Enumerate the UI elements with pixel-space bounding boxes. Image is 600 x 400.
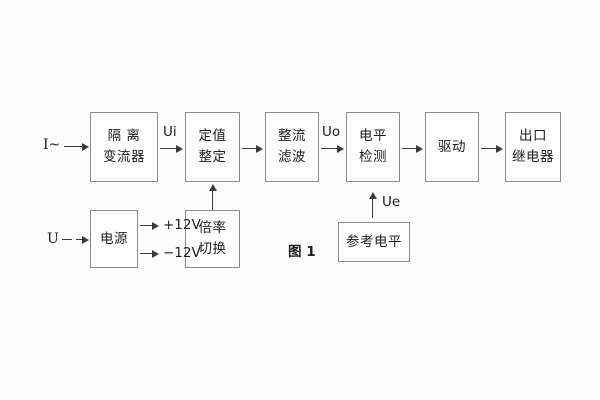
signal-uo-label: Uo	[322, 124, 341, 140]
arrowhead-reference-to-level	[368, 192, 377, 199]
connector-reference-to-level	[372, 198, 374, 218]
block-multiplier-switch-line1: 倍率	[198, 220, 227, 237]
block-output-relay-line1: 出口	[519, 128, 547, 145]
arrowhead-supply-positive	[152, 221, 159, 230]
block-level-detect[interactable]: 电平 检测	[346, 112, 400, 182]
connector-multiplier-to-setting	[212, 190, 214, 210]
supply-positive-label: +12V	[163, 217, 201, 233]
arrowhead-isolation-to-setting	[176, 144, 183, 153]
block-level-detect-line2: 检测	[359, 149, 387, 165]
connector-voltage-input-dash	[62, 239, 72, 241]
block-setting-line2: 整定	[198, 149, 227, 165]
connector-supply-positive	[140, 225, 154, 227]
voltage-input-label: U	[47, 231, 59, 247]
arrowhead-voltage-input	[82, 235, 89, 244]
block-setting[interactable]: 定值 整定	[185, 112, 240, 182]
arrowhead-rectify-to-level	[337, 144, 344, 153]
block-level-detect-line1: 电平	[359, 128, 387, 145]
block-multiplier-switch-line2: 切换	[198, 241, 227, 257]
block-multiplier-switch[interactable]: 倍率 切换	[185, 210, 240, 268]
block-reference-level[interactable]: 参考电平	[338, 222, 410, 262]
block-drive[interactable]: 驱动	[425, 112, 479, 182]
block-power-supply[interactable]: 电源	[90, 210, 138, 268]
arrowhead-supply-negative	[152, 249, 159, 258]
block-rectify-filter-line1: 整流	[278, 128, 306, 145]
connector-current-input	[64, 146, 83, 148]
block-output-relay[interactable]: 出口 继电器	[505, 112, 561, 182]
block-isolation-line1: 隔 离	[107, 128, 141, 145]
block-rectify-filter[interactable]: 整流 滤波	[265, 112, 319, 182]
connector-level-to-drive	[402, 148, 417, 150]
block-isolation[interactable]: 隔 离 变流器	[90, 112, 158, 182]
connector-setting-to-rectify	[242, 148, 257, 150]
signal-ue-label: Ue	[382, 194, 401, 210]
connector-isolation-to-setting	[160, 148, 178, 150]
block-rectify-filter-line2: 滤波	[278, 149, 306, 165]
block-setting-line1: 定值	[198, 128, 227, 145]
supply-negative-label: −12V	[163, 245, 201, 261]
arrowhead-level-to-drive	[416, 144, 423, 153]
block-isolation-line2: 变流器	[103, 149, 145, 165]
arrowhead-drive-to-relay	[496, 144, 503, 153]
current-input-label: I~	[43, 137, 61, 153]
block-output-relay-line2: 继电器	[512, 149, 554, 165]
connector-drive-to-relay	[481, 148, 497, 150]
connector-supply-negative	[140, 253, 154, 255]
arrowhead-multiplier-to-setting	[208, 184, 217, 191]
block-power-supply-line1: 电源	[100, 230, 128, 247]
connector-rectify-to-level	[321, 148, 339, 150]
connector-voltage-input	[76, 239, 84, 241]
signal-ui-label: Ui	[163, 124, 177, 140]
block-reference-level-line1: 参考电平	[346, 233, 402, 250]
arrowhead-current-input	[82, 142, 89, 151]
figure-caption: 图 1	[288, 244, 316, 260]
block-drive-line1: 驱动	[438, 138, 466, 155]
arrowhead-setting-to-rectify	[256, 144, 263, 153]
